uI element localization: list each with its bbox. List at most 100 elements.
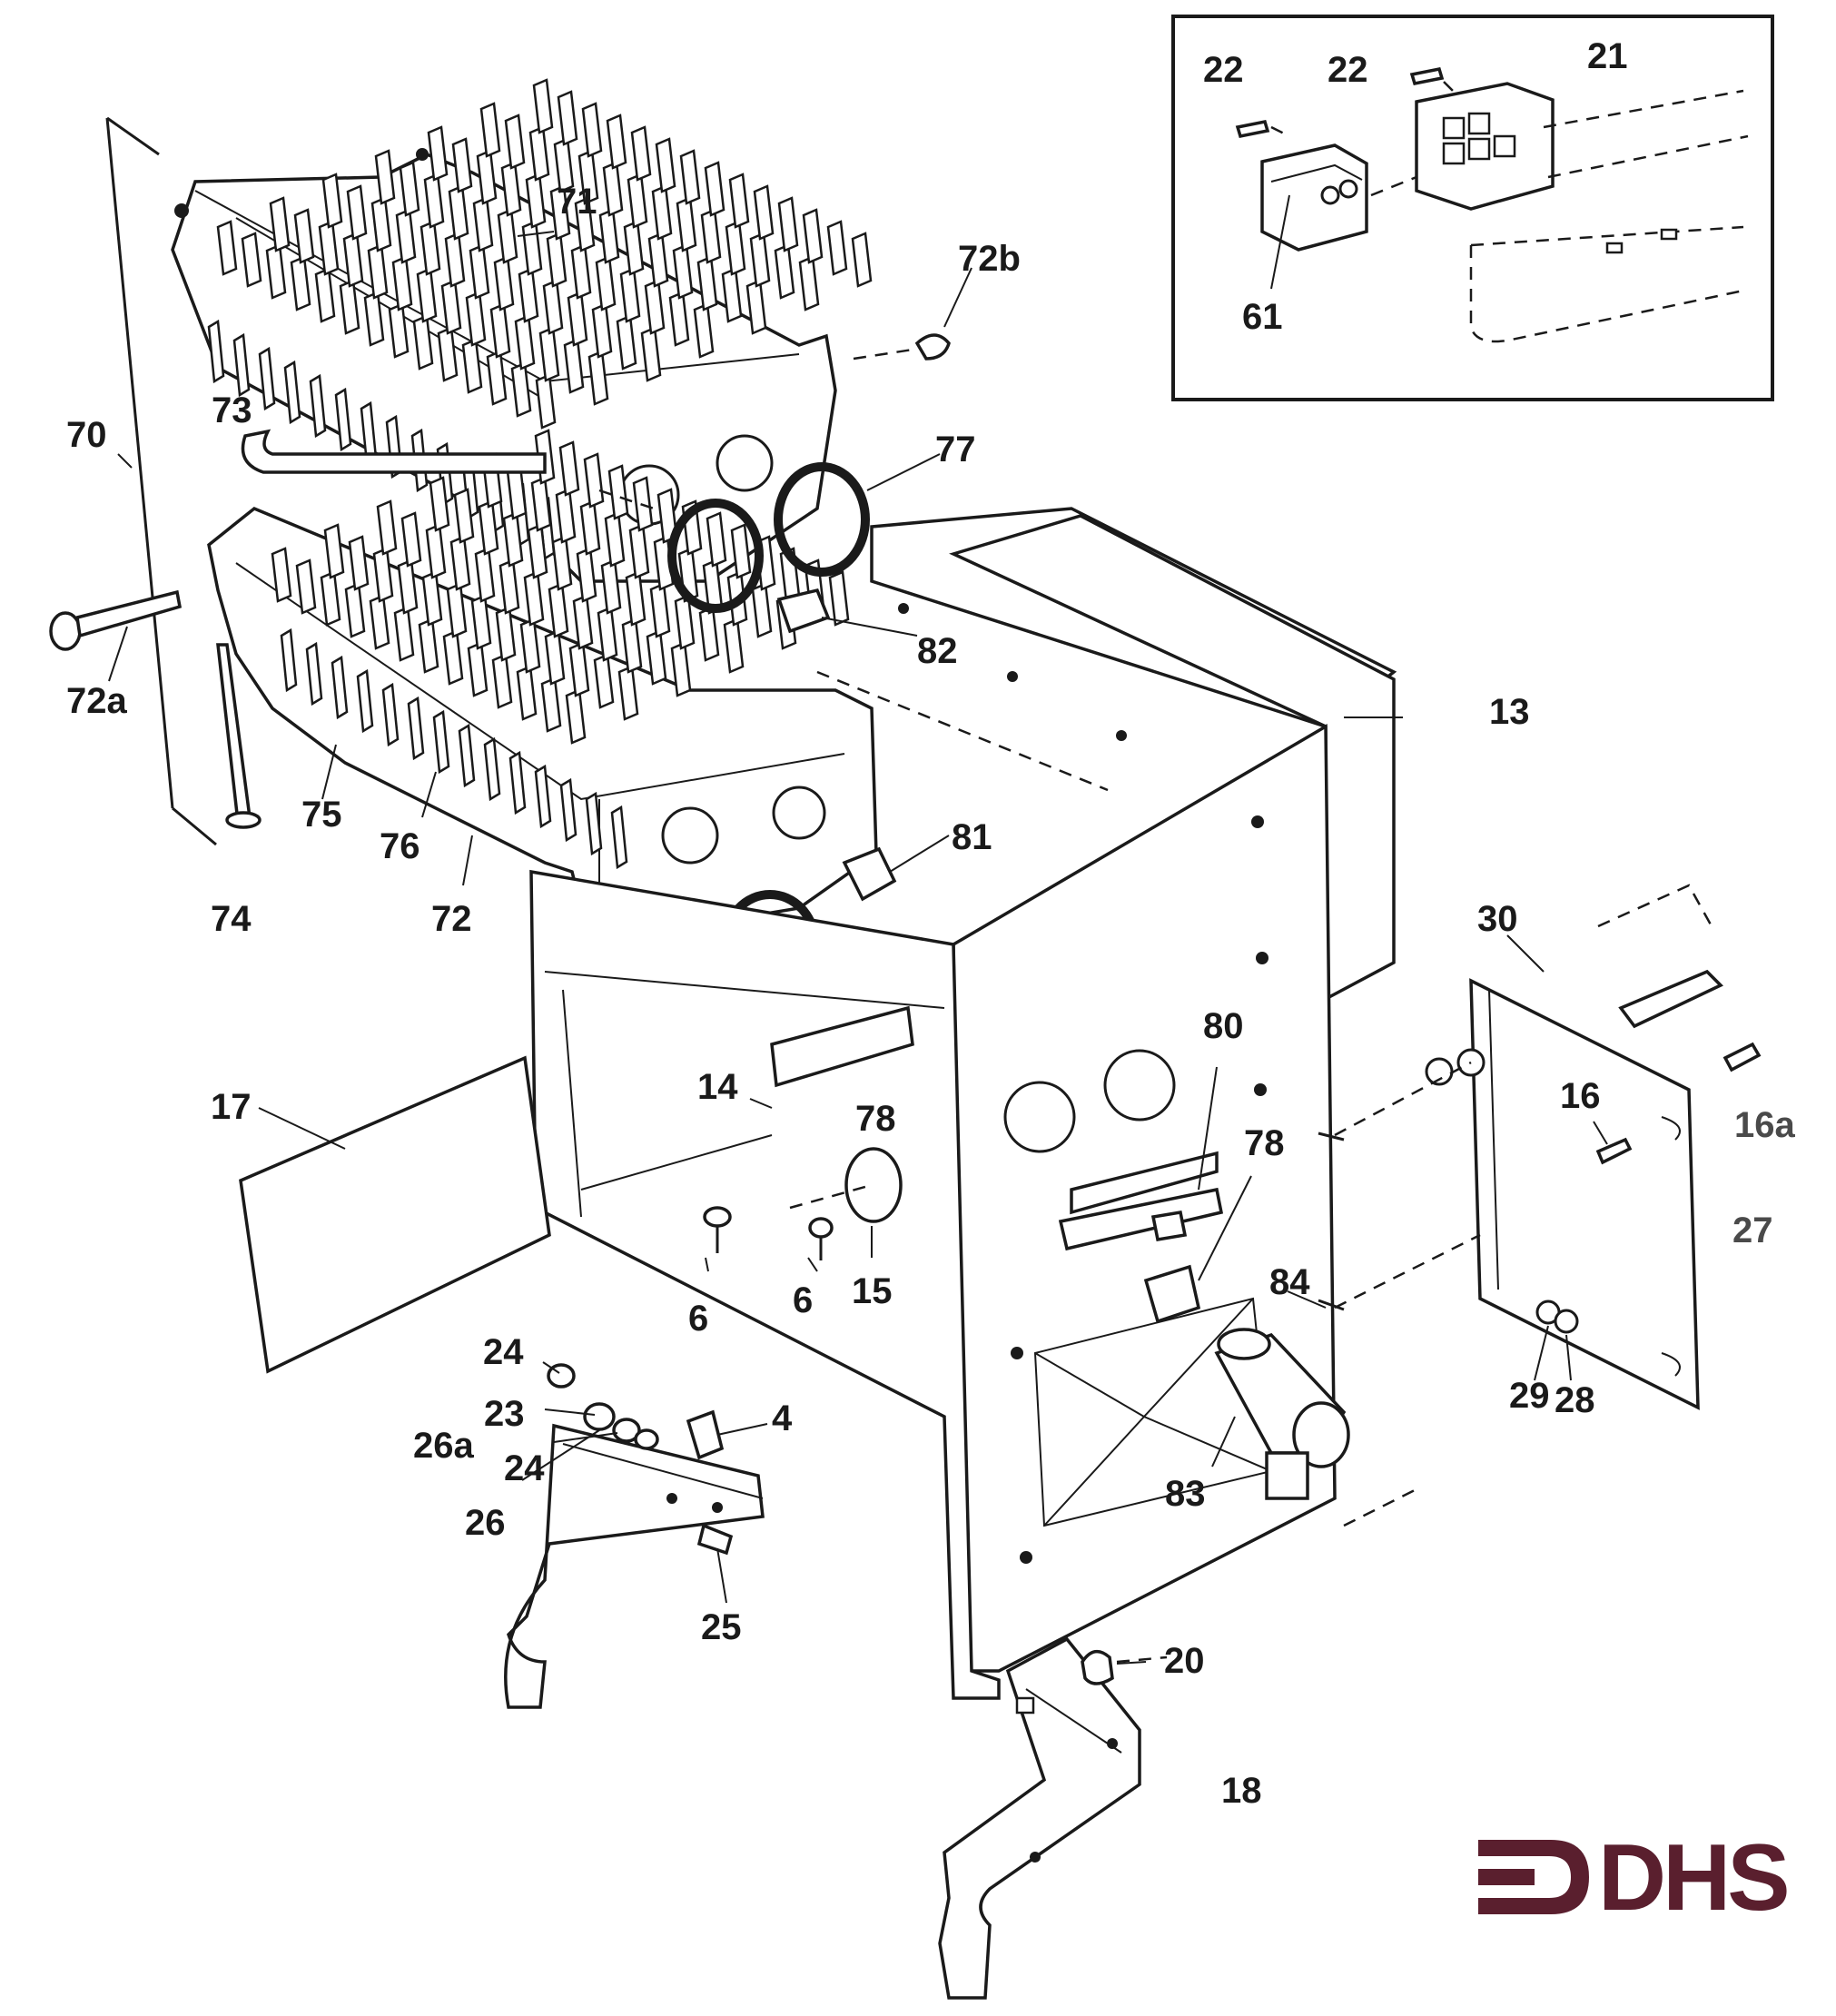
fin xyxy=(331,655,349,720)
fin xyxy=(534,764,552,829)
fin xyxy=(323,523,345,579)
frame-14 xyxy=(529,869,1001,1700)
fin xyxy=(453,488,475,544)
label-16a: 16a xyxy=(1734,1105,1795,1145)
fin xyxy=(271,547,292,603)
label-20: 20 xyxy=(1164,1641,1205,1681)
fin xyxy=(508,750,527,815)
label-82: 82 xyxy=(917,631,958,671)
label-75: 75 xyxy=(301,795,342,835)
fin xyxy=(679,149,701,205)
burner-connector-78 xyxy=(1143,1210,1201,1324)
bolt-72a xyxy=(49,589,183,651)
fin xyxy=(585,791,603,856)
fin xyxy=(777,196,799,252)
fin xyxy=(427,125,449,182)
label-27: 27 xyxy=(1732,1211,1773,1250)
fin xyxy=(269,196,291,252)
fin xyxy=(606,114,627,170)
fin xyxy=(504,114,526,170)
label-74: 74 xyxy=(211,899,252,939)
fin xyxy=(295,558,317,615)
fin xyxy=(655,137,676,193)
label-30: 30 xyxy=(1477,899,1518,939)
dhs-logo-text: DHS xyxy=(1598,1825,1791,1931)
label-73: 73 xyxy=(212,390,252,430)
label-4: 4 xyxy=(772,1398,793,1438)
burner-rail-26 xyxy=(504,1423,765,1709)
fin xyxy=(207,319,225,384)
leader-lines xyxy=(108,231,1608,1665)
fin xyxy=(581,102,603,158)
label-21: 21 xyxy=(1587,36,1628,76)
label-78-left: 78 xyxy=(855,1099,896,1139)
fin xyxy=(376,499,398,556)
fin xyxy=(309,373,327,439)
side-plate-27 xyxy=(1425,978,1700,1410)
fin xyxy=(532,78,554,134)
fin xyxy=(425,523,447,579)
tube-74 xyxy=(216,643,262,829)
label-26a: 26a xyxy=(413,1426,474,1466)
inset-terminal-detail xyxy=(1171,15,1774,401)
dhs-logo: DHS xyxy=(1471,1825,1816,1934)
bracket-30 xyxy=(1597,884,1723,1029)
label-22-left: 22 xyxy=(1203,50,1244,90)
fin xyxy=(241,232,262,288)
fin xyxy=(583,452,605,509)
label-22-right: 22 xyxy=(1328,50,1368,90)
fin xyxy=(483,736,501,802)
label-26: 26 xyxy=(465,1503,506,1543)
fin xyxy=(700,208,722,264)
fin xyxy=(751,582,773,638)
fin xyxy=(293,208,315,264)
fin xyxy=(826,220,848,276)
fin xyxy=(374,149,396,205)
fittings-23-24 xyxy=(547,1363,659,1450)
mounting-plane-70 xyxy=(105,116,217,846)
fin xyxy=(753,184,775,241)
label-29: 29 xyxy=(1509,1376,1550,1416)
fin xyxy=(698,606,720,662)
assembly-guide-lines xyxy=(598,348,1481,1664)
fin xyxy=(802,208,824,264)
fin xyxy=(399,161,420,217)
label-84: 84 xyxy=(1269,1262,1310,1302)
fin xyxy=(828,570,850,627)
fin xyxy=(334,387,352,452)
fin xyxy=(557,90,578,146)
fin xyxy=(451,137,473,193)
plug-81 xyxy=(842,846,897,902)
label-71: 71 xyxy=(557,182,597,222)
fin xyxy=(706,511,727,568)
label-81: 81 xyxy=(952,817,992,857)
label-77: 77 xyxy=(935,430,976,469)
flue-tube-83 xyxy=(1214,1328,1350,1500)
label-25: 25 xyxy=(701,1607,742,1647)
fin xyxy=(321,173,343,229)
panel-17 xyxy=(239,1055,551,1374)
fin xyxy=(528,125,550,182)
fin xyxy=(429,476,450,532)
fin xyxy=(749,232,771,288)
fin xyxy=(348,535,370,591)
fin xyxy=(798,255,820,311)
fin xyxy=(432,709,450,775)
base-bracket-18 xyxy=(938,1636,1141,2000)
dhs-logo-mark-icon xyxy=(1478,1840,1589,1914)
clip-4 xyxy=(686,1409,725,1460)
label-72a: 72a xyxy=(66,681,127,721)
part-labels: 13 4 6 6 14 15 16 16a 17 18 20 21 22 22 … xyxy=(66,36,1795,1811)
grommet-72b xyxy=(914,333,951,361)
label-14: 14 xyxy=(697,1067,738,1107)
label-13: 13 xyxy=(1489,692,1530,732)
fin xyxy=(523,570,545,627)
fin xyxy=(407,696,425,761)
fin xyxy=(548,582,569,638)
fin xyxy=(258,346,276,411)
fin xyxy=(559,777,577,843)
label-76: 76 xyxy=(380,826,420,866)
label-61: 61 xyxy=(1242,297,1283,337)
fin xyxy=(627,173,648,229)
